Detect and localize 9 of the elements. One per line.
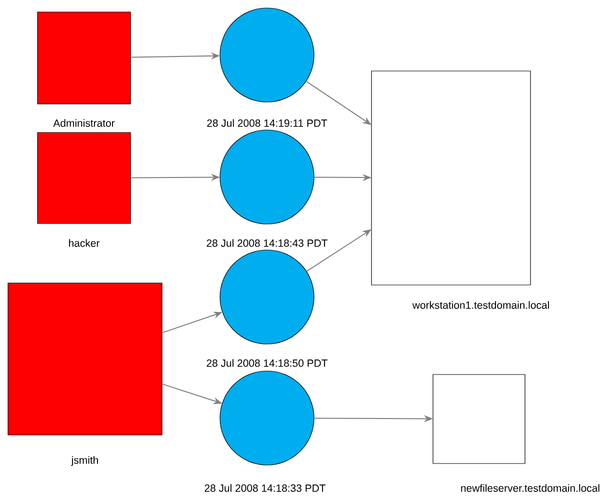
node-label: 28 Jul 2008 14:18:43 PDT	[205, 238, 329, 248]
node-label: newfileserver.testdomain.local	[459, 483, 601, 493]
node-label: 28 Jul 2008 14:18:50 PDT	[205, 358, 329, 368]
node-label: jsmith	[70, 455, 100, 467]
node-label: hacker	[67, 238, 101, 248]
node-label: workstation1.testdomain.local	[411, 300, 551, 310]
node-label: 28 Jul 2008 14:18:33 PDT	[203, 483, 327, 493]
node-label: 28 Jul 2008 14:19:11 PDT	[206, 118, 328, 128]
node-label: Administrator	[52, 118, 116, 128]
